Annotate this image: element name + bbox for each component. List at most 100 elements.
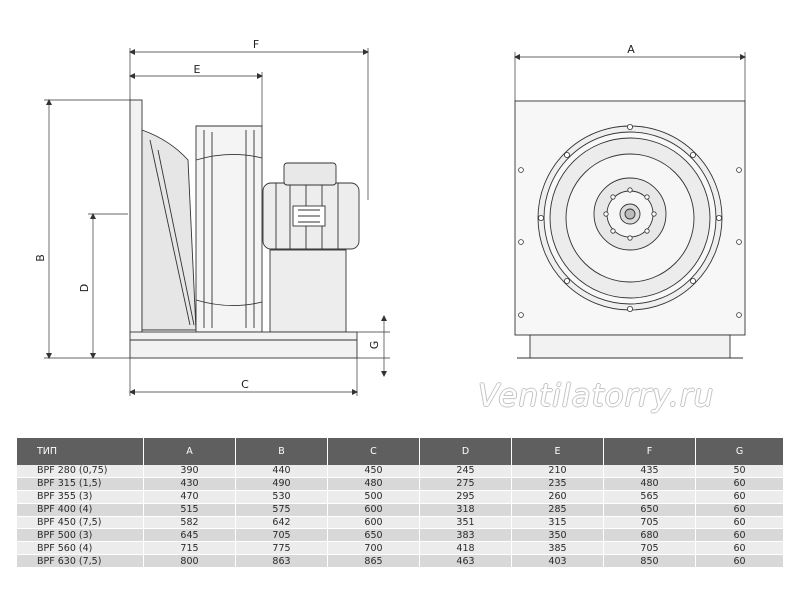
table-cell-type: BPF 400 (4) [17, 503, 144, 517]
table-cell-value: 705 [604, 542, 696, 556]
table-cell-value: 600 [328, 503, 420, 517]
table-cell-value: 60 [696, 490, 784, 504]
table-cell-value: 463 [420, 555, 512, 569]
header-g: G [696, 438, 784, 465]
table-cell-value: 60 [696, 477, 784, 491]
table-cell-type: BPF 355 (3) [17, 490, 144, 504]
table-header-row: ТИП A B C D E F G [17, 438, 784, 465]
table-cell-value: 60 [696, 529, 784, 543]
table-cell-value: 470 [144, 490, 236, 504]
table-cell-value: 565 [604, 490, 696, 504]
table-cell-type: BPF 315 (1,5) [17, 477, 144, 491]
header-d: D [420, 438, 512, 465]
table-cell-value: 650 [328, 529, 420, 543]
table-cell-value: 351 [420, 516, 512, 530]
side-impeller [195, 125, 263, 333]
table-cell-value: 60 [696, 503, 784, 517]
table-cell-type: BPF 500 (3) [17, 529, 144, 543]
table-cell-value: 285 [512, 503, 604, 517]
table-cell-value: 430 [144, 477, 236, 491]
table-cell-value: 645 [144, 529, 236, 543]
table-cell-value: 440 [236, 465, 328, 478]
table-cell-value: 863 [236, 555, 328, 569]
table-cell-value: 865 [328, 555, 420, 569]
dim-label-d: D [78, 284, 91, 292]
table-cell-value: 600 [328, 516, 420, 530]
table-cell-value: 500 [328, 490, 420, 504]
header-b: B [236, 438, 328, 465]
table-cell-value: 418 [420, 542, 512, 556]
table-cell-value: 680 [604, 529, 696, 543]
dim-label-g: G [368, 341, 381, 350]
table-cell-type: BPF 630 (7,5) [17, 555, 144, 569]
table-cell-value: 318 [420, 503, 512, 517]
table-cell-value: 650 [604, 503, 696, 517]
table-cell-value: 480 [328, 477, 420, 491]
table-cell-value: 530 [236, 490, 328, 504]
side-base-frame [129, 331, 358, 359]
side-view [129, 99, 360, 359]
header-f: F [604, 438, 696, 465]
dim-label-a: A [627, 43, 635, 56]
table-cell-type: BPF 450 (7,5) [17, 516, 144, 530]
table-cell-value: 50 [696, 465, 784, 478]
table-cell-value: 450 [328, 465, 420, 478]
table-cell-value: 775 [236, 542, 328, 556]
table-cell-value: 800 [144, 555, 236, 569]
table-cell-value: 385 [512, 542, 604, 556]
table-cell-value: 490 [236, 477, 328, 491]
header-e: E [512, 438, 604, 465]
front-view [514, 100, 746, 359]
front-bolt-holes [518, 124, 742, 318]
side-back-plate [129, 99, 143, 337]
dim-label-b: B [34, 254, 47, 262]
header-a: A [144, 438, 236, 465]
table-cell-value: 350 [512, 529, 604, 543]
watermark: Ventilatorry.ru [478, 378, 715, 414]
table-cell-value: 700 [328, 542, 420, 556]
table-cell-value: 60 [696, 516, 784, 530]
table-cell-value: 435 [604, 465, 696, 478]
table-cell-value: 480 [604, 477, 696, 491]
front-base [529, 334, 731, 359]
table-cell-value: 235 [512, 477, 604, 491]
table-cell-value: 295 [420, 490, 512, 504]
table-cell-value: 575 [236, 503, 328, 517]
table-cell-value: 582 [144, 516, 236, 530]
dim-label-c: C [241, 378, 249, 391]
table-cell-value: 245 [420, 465, 512, 478]
table-cell-value: 60 [696, 555, 784, 569]
table-cell-value: 850 [604, 555, 696, 569]
side-dimensions [44, 48, 390, 396]
table-cell-value: 60 [696, 542, 784, 556]
table-cell-value: 390 [144, 465, 236, 478]
table-cell-value: 383 [420, 529, 512, 543]
table-cell-value: 260 [512, 490, 604, 504]
front-dimensions [514, 52, 746, 101]
header-c: C [328, 438, 420, 465]
table-cell-type: BPF 280 (0,75) [17, 465, 144, 478]
table-cell-value: 515 [144, 503, 236, 517]
dim-label-e: E [194, 63, 201, 76]
side-motor-support [269, 249, 347, 333]
technical-drawing: F E B D C G A [34, 38, 746, 396]
table-cell-value: 403 [512, 555, 604, 569]
header-type: ТИП [17, 438, 144, 465]
table-cell-value: 275 [420, 477, 512, 491]
table-cell-value: 715 [144, 542, 236, 556]
table-cell-value: 642 [236, 516, 328, 530]
dim-label-f: F [253, 38, 259, 51]
table-cell-value: 210 [512, 465, 604, 478]
table-cell-value: 705 [604, 516, 696, 530]
table-cell-type: BPF 560 (4) [17, 542, 144, 556]
